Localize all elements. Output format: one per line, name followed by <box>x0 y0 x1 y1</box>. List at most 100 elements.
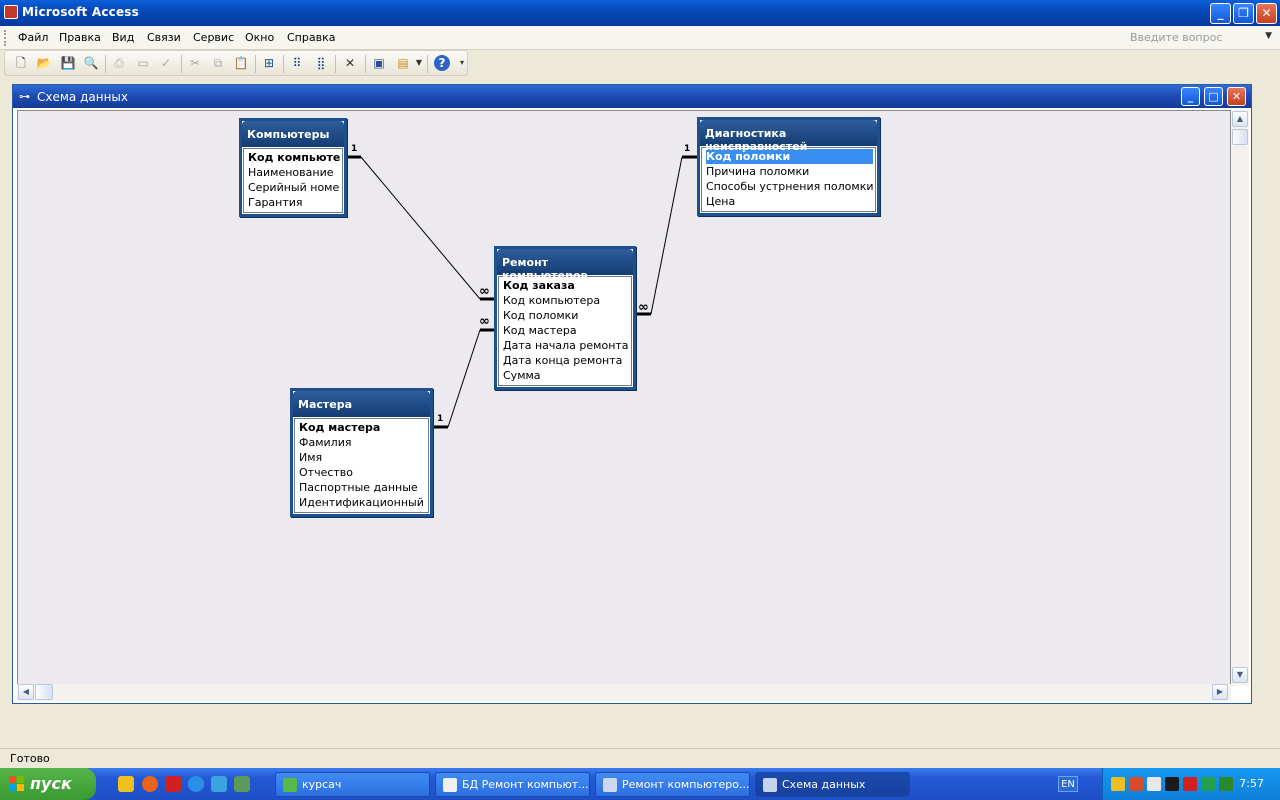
table-title[interactable]: Диагностика неисправностей <box>700 120 877 153</box>
table-title[interactable]: Мастера <box>293 391 430 417</box>
vertical-scrollbar[interactable]: ▲ ▼ <box>1231 110 1249 686</box>
table-masters[interactable]: Мастера Код мастера Фамилия Имя Отчество… <box>290 388 433 517</box>
help-icon[interactable]: ? <box>434 55 450 71</box>
task-repairs[interactable]: Ремонт компьютеро... <box>595 772 750 797</box>
menu-relationships[interactable]: Связи <box>147 31 181 44</box>
field-item[interactable]: Имя <box>299 451 323 464</box>
field-item[interactable]: Код мастера <box>503 324 577 337</box>
horizontal-scroll-thumb[interactable] <box>35 684 53 700</box>
field-item[interactable]: Гарантия <box>248 196 303 209</box>
field-list[interactable]: Код поломки Причина поломки Способы устр… <box>701 147 876 212</box>
start-button[interactable]: пуск <box>0 768 96 800</box>
show-table-icon[interactable]: ⊞ <box>263 56 275 70</box>
field-item[interactable]: Причина поломки <box>706 165 810 178</box>
window-minimize-button[interactable]: _ <box>1181 87 1200 106</box>
task-database[interactable]: БД Ремонт компьют... <box>435 772 590 797</box>
vertical-scroll-thumb[interactable] <box>1232 129 1248 145</box>
field-item[interactable]: Код компьютера <box>248 151 340 164</box>
relationship-toolbar: 🗋 📂 💾 🔍 ⎙ ▭ ✓ ✂ ⧉ 📋 ⊞ ⠿ ⣿ ✕ ▣ ▤ ▼ ? ▾ <box>4 50 468 76</box>
antivirus-icon[interactable] <box>1183 777 1197 791</box>
search-icon[interactable]: 🔍 <box>83 56 99 70</box>
menu-edit[interactable]: Правка <box>59 31 101 44</box>
field-item[interactable]: Серийный номер <box>248 181 340 194</box>
print-icon: ⎙ <box>114 56 124 70</box>
field-list[interactable]: Код мастера Фамилия Имя Отчество Паспорт… <box>294 418 429 513</box>
field-item[interactable]: Отчество <box>299 466 354 479</box>
field-item[interactable]: Фамилия <box>299 436 352 449</box>
table-repairs[interactable]: Ремонт компьютеров Код заказа Код компью… <box>494 246 636 390</box>
warning-icon[interactable] <box>1111 777 1125 791</box>
field-item[interactable]: Идентификационный код <box>299 496 426 509</box>
start-label: пуск <box>30 774 72 793</box>
table-diagnostics[interactable]: Диагностика неисправностей Код поломки П… <box>697 117 880 216</box>
horizontal-scrollbar[interactable]: ◀ ▶ <box>17 684 1231 701</box>
firefox-icon[interactable] <box>142 776 158 792</box>
new-icon[interactable]: 🗋 <box>16 56 26 70</box>
window-close-button[interactable]: ✕ <box>1227 87 1246 106</box>
scroll-right-icon[interactable]: ▶ <box>1212 684 1228 700</box>
field-item[interactable]: Код компьютера <box>503 294 601 307</box>
language-indicator[interactable]: EN <box>1058 776 1078 792</box>
internet-explorer-icon[interactable] <box>188 776 204 792</box>
chevron-down-icon[interactable]: ▼ <box>415 58 423 67</box>
field-list[interactable]: Код заказа Код компьютера Код поломки Ко… <box>498 276 632 386</box>
app-titlebar: Microsoft Access _ ❐ ✕ <box>0 0 1280 26</box>
scroll-up-icon[interactable]: ▲ <box>1232 111 1248 127</box>
database-window-icon[interactable]: ▣ <box>373 56 385 70</box>
print-preview-icon: ▭ <box>137 56 149 70</box>
menu-tools[interactable]: Сервис <box>193 31 235 44</box>
field-item[interactable]: Сумма <box>503 369 541 382</box>
status-bar: Готово <box>0 748 1280 766</box>
menu-help[interactable]: Справка <box>287 31 336 44</box>
field-item[interactable]: Код поломки <box>503 309 579 322</box>
scroll-down-icon[interactable]: ▼ <box>1232 667 1248 683</box>
task-relationships[interactable]: Схема данных <box>755 772 910 797</box>
tray-icon[interactable] <box>1165 777 1179 791</box>
field-item[interactable]: Дата конца ремонта <box>503 354 623 367</box>
open-icon[interactable]: 📂 <box>36 56 52 70</box>
field-item[interactable]: Паспортные данные <box>299 481 418 494</box>
field-item[interactable]: Способы устрнения поломки <box>706 180 873 193</box>
table-title[interactable]: Компьютеры <box>242 121 344 147</box>
delete-icon[interactable]: ✕ <box>344 56 356 70</box>
minimize-button[interactable]: _ <box>1210 3 1231 24</box>
show-direct-icon[interactable]: ⠿ <box>292 56 302 70</box>
task-label: Схема данных <box>782 778 866 791</box>
field-item[interactable]: Наименование <box>248 166 334 179</box>
chevron-down-icon[interactable]: ▼ <box>1265 31 1272 41</box>
ask-question-input[interactable]: Введите вопрос ▼ <box>1126 29 1276 47</box>
taskbar: пуск курсач БД Ремонт компьют... Ремонт … <box>0 768 1280 800</box>
menu-view[interactable]: Вид <box>112 31 135 44</box>
restore-button[interactable]: ❐ <box>1233 3 1254 24</box>
field-item[interactable]: Код заказа <box>503 279 575 292</box>
toolbar-grip[interactable] <box>4 30 8 46</box>
app-title: Microsoft Access <box>22 5 139 19</box>
many-label: ∞ <box>638 300 649 315</box>
diagram-canvas[interactable] <box>17 110 1231 686</box>
field-item[interactable]: Код поломки <box>706 149 873 164</box>
quicklaunch-icon[interactable] <box>165 776 181 792</box>
volume-icon[interactable] <box>1147 777 1161 791</box>
tray-icon[interactable] <box>1219 777 1233 791</box>
quicklaunch-icon[interactable] <box>211 776 227 792</box>
show-all-icon[interactable]: ⣿ <box>316 56 326 70</box>
field-item[interactable]: Цена <box>706 195 736 208</box>
menu-file[interactable]: Файл <box>18 31 49 44</box>
network-icon[interactable] <box>1201 777 1215 791</box>
new-object-icon[interactable]: ▤ <box>397 56 409 70</box>
toolbar-options-icon[interactable]: ▾ <box>459 58 464 67</box>
field-list[interactable]: Код компьютера Наименование Серийный ном… <box>243 148 343 213</box>
quicklaunch-icon[interactable] <box>234 776 250 792</box>
quicklaunch-icon[interactable] <box>118 776 134 792</box>
window-maximize-button[interactable]: □ <box>1204 87 1223 106</box>
task-kursach[interactable]: курсач <box>275 772 430 797</box>
field-item[interactable]: Дата начала ремонта <box>503 339 629 352</box>
tray-icon[interactable] <box>1129 777 1143 791</box>
scroll-left-icon[interactable]: ◀ <box>18 684 34 700</box>
table-computers[interactable]: Компьютеры Код компьютера Наименование С… <box>239 118 347 217</box>
close-button[interactable]: ✕ <box>1256 3 1277 24</box>
field-item[interactable]: Код мастера <box>299 421 381 434</box>
save-icon[interactable]: 💾 <box>60 56 76 70</box>
menu-window[interactable]: Окно <box>245 31 275 44</box>
table-title[interactable]: Ремонт компьютеров <box>497 249 633 282</box>
